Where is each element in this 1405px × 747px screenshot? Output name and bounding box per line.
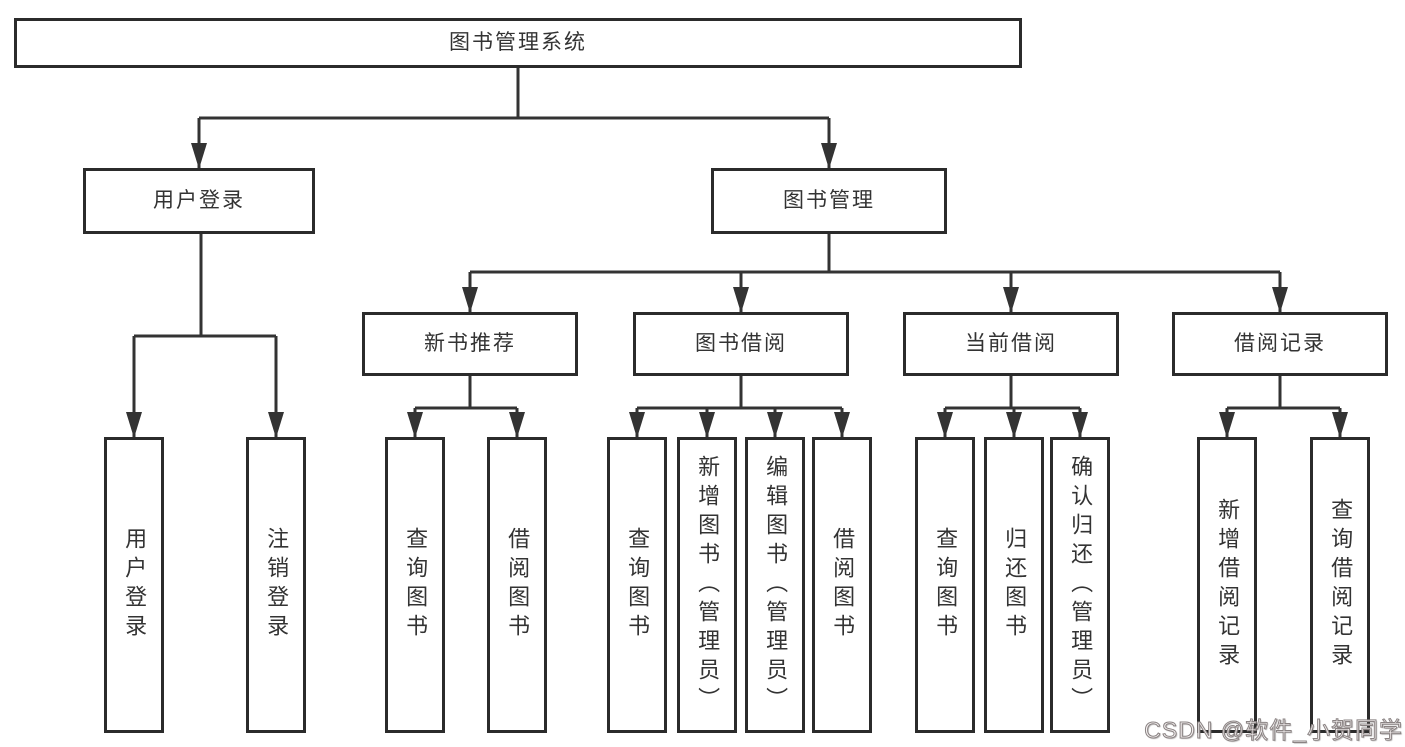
connector-current-split (945, 376, 1080, 410)
node-label: 用户登录 (153, 189, 245, 213)
leaf-query-books-recommend: 查询图书 (385, 437, 445, 733)
leaf-label: 归还图书 (1002, 527, 1028, 643)
node-label: 当前借阅 (965, 332, 1057, 356)
leaf-confirm-return-admin: 确认归还（管理员） (1050, 437, 1110, 733)
connector-records-split (1227, 376, 1340, 410)
node-label: 新书推荐 (424, 332, 516, 356)
node-user-login: 用户登录 (83, 168, 315, 234)
leaf-label: 确认归还（管理员） (1068, 454, 1094, 716)
connector-root-split (199, 68, 829, 120)
csdn-watermark: CSDN @软件_小贺同学 (1144, 717, 1403, 744)
leaf-label: 借阅图书 (505, 527, 531, 643)
node-label: 借阅记录 (1234, 332, 1326, 356)
node-book-management: 图书管理 (711, 168, 947, 234)
leaf-query-books-borrow: 查询图书 (607, 437, 667, 733)
node-label: 图书借阅 (695, 332, 787, 356)
leaf-label: 查询图书 (403, 527, 429, 643)
leaf-return-books: 归还图书 (984, 437, 1044, 733)
leaf-label: 注销登录 (264, 527, 290, 643)
leaf-label: 编辑图书（管理员） (763, 454, 789, 716)
leaf-user-login: 用户登录 (104, 437, 164, 733)
node-label: 图书管理 (783, 189, 875, 213)
leaf-label: 新增图书（管理员） (695, 454, 721, 716)
leaf-add-borrow-record: 新增借阅记录 (1197, 437, 1257, 733)
leaf-borrow-books: 借阅图书 (812, 437, 872, 733)
node-label: 图书管理系统 (449, 31, 587, 55)
node-book-borrow: 图书借阅 (633, 312, 849, 376)
leaf-edit-books-admin: 编辑图书（管理员） (745, 437, 805, 733)
connector-borrow-split (637, 376, 842, 410)
leaf-borrow-books-recommend: 借阅图书 (487, 437, 547, 733)
node-borrow-records: 借阅记录 (1172, 312, 1388, 376)
leaf-label: 借阅图书 (830, 527, 856, 643)
leaf-label: 查询借阅记录 (1328, 498, 1354, 672)
leaf-label: 新增借阅记录 (1215, 498, 1241, 672)
connector-recommend-split (415, 376, 517, 410)
leaf-label: 用户登录 (122, 527, 148, 643)
leaf-logout: 注销登录 (246, 437, 306, 733)
leaf-add-books-admin: 新增图书（管理员） (677, 437, 737, 733)
leaf-query-books-current: 查询图书 (915, 437, 975, 733)
leaf-query-borrow-record: 查询借阅记录 (1310, 437, 1370, 733)
node-new-book-recommend: 新书推荐 (362, 312, 578, 376)
leaf-label: 查询图书 (933, 527, 959, 643)
connector-user-login-split (134, 234, 276, 338)
node-library-management-system: 图书管理系统 (14, 18, 1022, 68)
connector-book-management-split (470, 234, 1280, 274)
leaf-label: 查询图书 (625, 527, 651, 643)
node-current-borrow: 当前借阅 (903, 312, 1119, 376)
